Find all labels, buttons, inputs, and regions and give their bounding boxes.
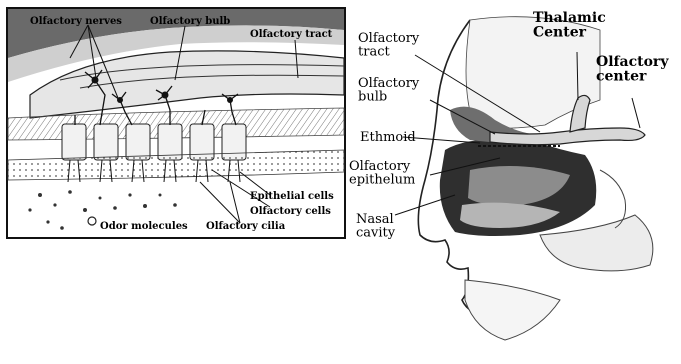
label-line: Olfactory (596, 54, 669, 70)
label-line: epithelum (349, 173, 415, 188)
label-olfactory-cells: Olfactory cells (250, 206, 331, 217)
label-odor-molecules: Odor molecules (100, 221, 188, 232)
label-line: Ethmoid (360, 130, 416, 145)
odor-molecule (46, 220, 49, 223)
cell (94, 124, 118, 160)
odor-molecule (68, 190, 72, 194)
label-olfactory-cilia: Olfactory cilia (206, 221, 286, 232)
label-olfactory-tract: Olfactory tract (250, 29, 333, 40)
label-olfactory-nerves: Olfactory nerves (30, 16, 122, 27)
odor-molecule (113, 206, 117, 210)
label-ethmoid: Ethmoid (360, 130, 416, 145)
label-line: cavity (356, 226, 396, 241)
label-line: Thalamic (533, 10, 606, 26)
odor-molecule (173, 203, 177, 207)
neuron-body (227, 97, 233, 103)
odor-molecule (143, 204, 147, 208)
neuron-body (92, 77, 99, 84)
odor-molecule (128, 193, 131, 196)
odor-molecule (53, 203, 56, 206)
odor-molecule (83, 208, 87, 212)
odor-molecule (159, 194, 162, 197)
cell (126, 124, 150, 160)
neuron-body (162, 92, 169, 99)
odor-molecule (38, 193, 42, 197)
soft-palate (600, 170, 626, 228)
lower-jaw (465, 280, 560, 340)
label-olfactory-bulb: Olfactory bulb (150, 16, 230, 27)
label-line: center (596, 69, 647, 85)
label-epithelial-cells: Epithelial cells (250, 191, 334, 202)
label-line: Center (533, 25, 587, 41)
odor-molecule (60, 226, 64, 230)
cell (62, 124, 86, 160)
inset-panel: Olfactory nerves Olfactory bulb Olfactor… (7, 8, 345, 238)
label-line: bulb (358, 90, 387, 105)
odor-molecule (99, 197, 102, 200)
odor-molecule (28, 208, 31, 211)
leader-line (632, 98, 640, 128)
label-line: tract (358, 45, 390, 60)
